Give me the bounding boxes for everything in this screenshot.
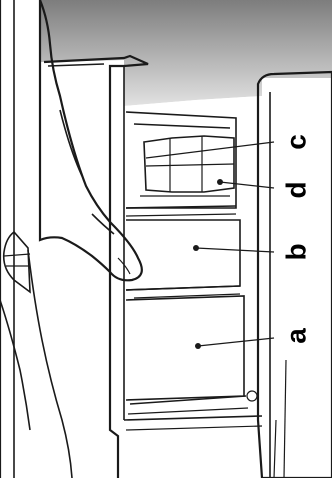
callout-leaders	[145, 141, 275, 347]
callout-label-d: d	[281, 181, 312, 198]
hand-illustration	[0, 0, 143, 478]
leader-c	[145, 141, 275, 159]
ice-tray	[143, 135, 235, 193]
leader-d	[219, 181, 275, 189]
leader-a	[197, 337, 275, 347]
freezer-side-panel	[256, 70, 332, 478]
upper-basket	[125, 111, 237, 217]
bottom-drawer	[125, 295, 258, 415]
callout-label-a: a	[281, 328, 312, 344]
callout-label-b: b	[281, 243, 312, 260]
leader-b	[195, 247, 275, 253]
freezer-ceiling	[0, 0, 332, 106]
middle-drawer	[125, 219, 241, 299]
callout-label-c: c	[281, 134, 312, 150]
freezer-inner-wall	[124, 96, 262, 420]
